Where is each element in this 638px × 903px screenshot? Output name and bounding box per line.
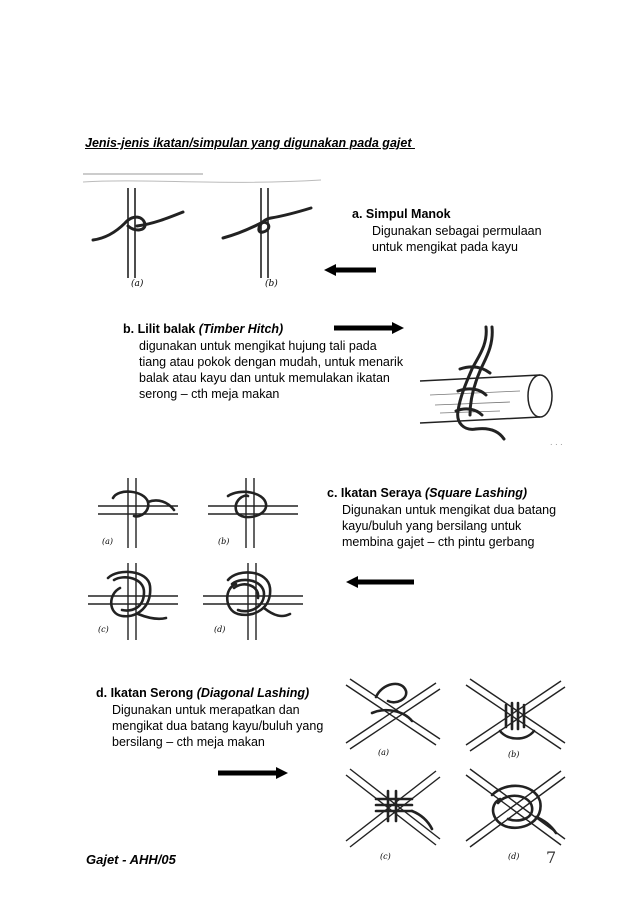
section-c-heading: c. Ikatan Seraya (Square Lashing) [327,486,527,500]
fig-label: (c) [380,852,391,861]
fig-label: (b) [265,278,278,289]
section-a-description: Digunakan sebagai permulaan untuk mengik… [372,223,542,255]
fig-label: (a) [131,278,144,289]
arrow-left-icon [346,575,414,593]
page-number: 7 [546,848,556,867]
fig-label: (a) [102,537,113,546]
fig-label: (d) [508,852,519,861]
svg-text:. . .: . . . [550,438,563,447]
section-b-heading: b. Lilit balak (Timber Hitch) [123,322,283,336]
square-lashing-figure: (a) (b) (c) (d) [78,468,313,646]
fig-label: (b) [218,537,229,546]
fig-label: (d) [214,625,225,634]
section-a-heading: a. Simpul Manok [352,207,451,221]
footer-label: Gajet - AHH/05 [86,852,176,867]
timber-hitch-figure: . . . [400,305,580,455]
fig-label: (b) [508,750,519,759]
arrow-right-icon [218,766,288,784]
simpul-manok-figure: (a) (b) [83,168,323,296]
arrow-right-icon [334,321,404,339]
section-b-description: digunakan untuk mengikat hujung tali pad… [139,338,403,402]
arrow-left-icon [324,263,376,281]
page-title: Jenis-jenis ikatan/simpulan yang digunak… [85,136,415,150]
fig-label: (c) [98,625,109,634]
section-c-description: Digunakan untuk mengikat dua batang kayu… [342,502,556,550]
section-d-description: Digunakan untuk merapatkan dan mengikat … [112,702,323,750]
section-d-heading: d. Ikatan Serong (Diagonal Lashing) [96,686,309,700]
diagonal-lashing-figure: (a) (b) (c) (d) [336,665,572,865]
fig-label: (a) [378,748,389,757]
